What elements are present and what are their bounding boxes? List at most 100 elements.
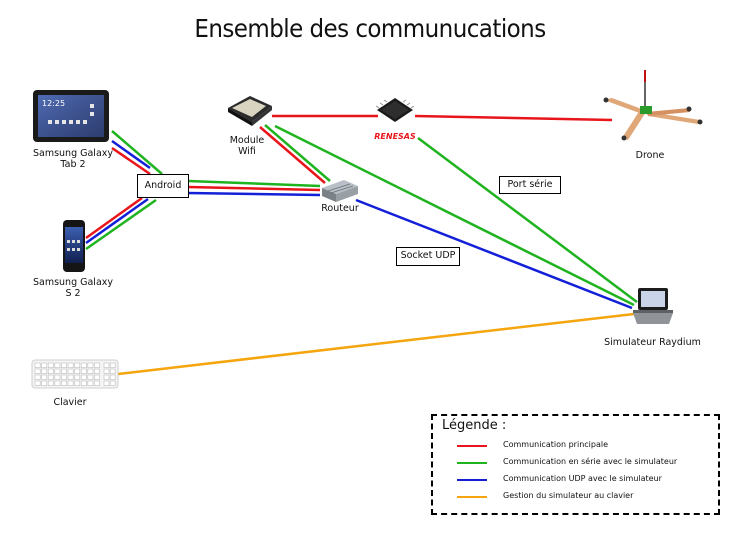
keyboard-key — [74, 380, 81, 386]
keyboard-key — [34, 368, 41, 374]
link-router-simulator-blue — [355, 198, 633, 310]
legend-label: Communication principale — [503, 440, 609, 449]
keyboard-key — [109, 374, 116, 380]
router-icon — [322, 180, 358, 202]
legend: Légende : Communication principale Commu… — [431, 414, 720, 515]
keyboard-key — [94, 368, 100, 374]
keyboard-key — [67, 368, 74, 374]
keyboard-key — [41, 374, 48, 380]
link-renesas-simulator-green — [417, 136, 638, 304]
keyboard-key — [74, 374, 81, 380]
keyboard-key — [80, 380, 87, 386]
link-android-router-green — [187, 179, 321, 188]
keyboard-key — [87, 362, 94, 368]
legend-label: Communication UDP avec le simulateur — [503, 474, 662, 483]
keyboard-key — [109, 368, 116, 374]
keyboard-key — [54, 368, 61, 374]
keyboard-label: Clavier — [53, 397, 87, 408]
renesas-chip-icon — [375, 98, 415, 122]
link-android-router-blue — [187, 191, 321, 197]
link-android-router-red — [187, 185, 321, 192]
link-keyboard-simulator — [117, 312, 635, 376]
legend-label: Gestion du simulateur au clavier — [503, 491, 634, 500]
keyboard-key — [34, 380, 41, 386]
keyboard-key — [34, 362, 41, 368]
android-box: Android — [137, 174, 189, 198]
laptop-icon — [633, 288, 673, 324]
link-tablet-android-green — [111, 130, 163, 175]
tablet-icon: 12:25 — [33, 90, 109, 142]
keyboard-key — [67, 374, 74, 380]
keyboard-key — [94, 374, 100, 380]
link-phone-android-green — [85, 198, 157, 251]
link-phone-android-blue — [85, 197, 149, 245]
link-renesas-drone — [414, 114, 613, 122]
link-tablet-android-red — [111, 146, 151, 176]
keyboard-key — [74, 368, 81, 374]
drone-label: Drone — [635, 150, 665, 161]
legend-label: Communication en série avec le simulateu… — [503, 457, 678, 466]
legend-swatch — [457, 496, 487, 498]
keyboard-key — [80, 362, 87, 368]
keyboard-key — [41, 380, 48, 386]
legend-item: Gestion du simulateur au clavier — [433, 490, 718, 504]
keyboard-key — [80, 368, 87, 374]
keyboard-key — [103, 368, 110, 374]
keyboard-key — [87, 374, 94, 380]
keyboard-key — [47, 374, 54, 380]
router-label: Routeur — [321, 203, 359, 214]
keyboard-key — [41, 368, 48, 374]
udp-socket-box: Socket UDP — [396, 247, 460, 266]
phone-icon — [63, 220, 85, 272]
keyboard-key — [87, 368, 94, 374]
keyboard-key — [103, 380, 110, 386]
phone-label-text: Samsung Galaxy S 2 — [32, 277, 114, 299]
keyboard-key — [47, 362, 54, 368]
legend-swatch — [457, 462, 487, 464]
keyboard-icon — [31, 359, 119, 389]
legend-swatch — [457, 479, 487, 481]
renesas-logo: RENESAS — [374, 132, 416, 141]
connections — [85, 114, 638, 376]
keyboard-key — [47, 368, 54, 374]
tablet-label: Samsung Galaxy Tab 2 — [28, 148, 118, 170]
keyboard-key — [74, 362, 81, 368]
keyboard-key — [47, 380, 54, 386]
keyboard-key — [61, 380, 67, 386]
keyboard-key — [67, 380, 74, 386]
keyboard-key — [34, 374, 41, 380]
keyboard-key — [67, 362, 74, 368]
keyboard-key — [61, 368, 67, 374]
keyboard-key — [103, 374, 110, 380]
keyboard-key — [54, 362, 61, 368]
legend-title: Légende : — [442, 418, 507, 433]
tablet-label-text: Samsung Galaxy Tab 2 — [32, 148, 114, 170]
keyboard-key — [61, 374, 67, 380]
phone-label: Samsung Galaxy S 2 — [28, 277, 118, 299]
link-wifi-router-red — [259, 126, 326, 184]
legend-item: Communication principale — [433, 439, 718, 453]
keyboard-key — [87, 380, 94, 386]
link-tablet-android-blue — [111, 139, 151, 170]
legend-item: Communication UDP avec le simulateur — [433, 473, 718, 487]
keyboard-key — [61, 362, 67, 368]
drone-icon — [603, 70, 703, 141]
legend-swatch — [457, 445, 487, 447]
keyboard-key — [94, 380, 100, 386]
tablet-screen-time: 12:25 — [42, 99, 65, 108]
wifi-module-label-text: Module Wifi — [229, 135, 265, 157]
diagram-title: Ensemble des communucations — [194, 14, 546, 43]
link-phone-android-red — [85, 196, 143, 240]
keyboard-key — [54, 374, 61, 380]
wifi-module-label: Module Wifi — [222, 135, 272, 157]
wifi-module-icon — [228, 96, 272, 126]
simulator-label: Simulateur Raydium — [604, 337, 701, 348]
keyboard-key — [109, 362, 116, 368]
keyboard-key — [54, 380, 61, 386]
link-wifi-router-green — [264, 124, 331, 182]
legend-item: Communication en série avec le simulateu… — [433, 456, 718, 470]
serial-port-box: Port série — [499, 176, 561, 194]
keyboard-key — [109, 380, 116, 386]
keyboard-key — [41, 362, 48, 368]
